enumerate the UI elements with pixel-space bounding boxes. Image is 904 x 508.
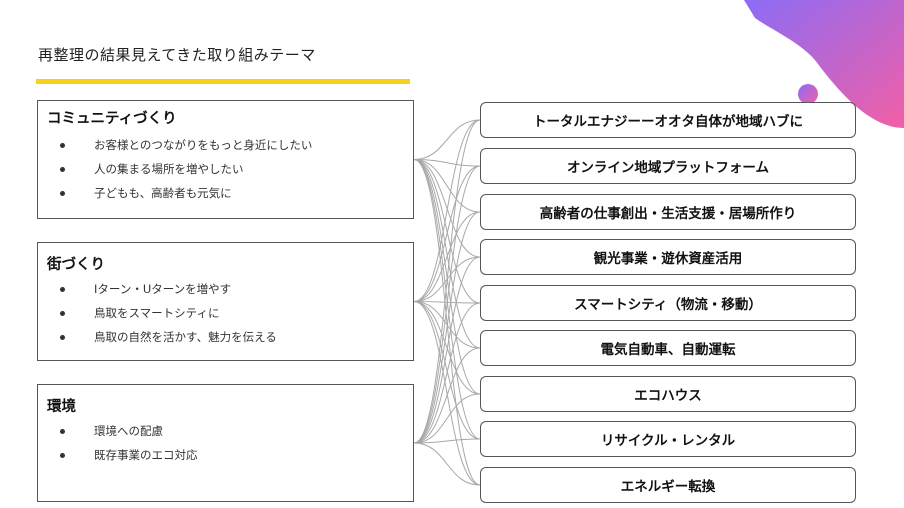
connector-line	[413, 159, 481, 486]
theme-item-text: 鳥取の自然を活かす、魅力を伝える	[94, 330, 277, 344]
theme-box-town: 街づくり Iターン・Uターンを増やす 鳥取をスマートシティに 鳥取の自然を活かす…	[37, 242, 414, 361]
connector-line	[413, 211, 481, 444]
bullet-icon	[60, 287, 65, 292]
connector-line	[413, 302, 481, 444]
bullet-icon	[60, 335, 65, 340]
connector-line	[413, 442, 481, 486]
bullet-icon	[60, 453, 65, 458]
theme-item-list: Iターン・Uターンを増やす 鳥取をスマートシティに 鳥取の自然を活かす、魅力を伝…	[38, 277, 277, 349]
initiative-box: オンライン地域プラットフォーム	[480, 148, 856, 184]
theme-item-text: 子どもも、高齢者も元気に	[94, 186, 232, 200]
theme-item: 人の集まる場所を増やしたい	[38, 157, 312, 181]
theme-item-list: お客様とのつながりをもっと身近にしたい 人の集まる場所を増やしたい 子どもも、高…	[38, 133, 312, 205]
theme-item: Iターン・Uターンを増やす	[38, 277, 277, 301]
bullet-icon	[60, 143, 65, 148]
initiative-box: エネルギー転換	[480, 467, 856, 503]
initiative-box: 観光事業・遊休資産活用	[480, 239, 856, 275]
initiative-box: 電気自動車、自動運転	[480, 330, 856, 366]
connector-line	[413, 301, 481, 486]
theme-box-environment: 環境 環境への配慮 既存事業のエコ対応	[37, 384, 414, 502]
connector-line	[413, 159, 481, 440]
theme-item-text: 既存事業のエコ対応	[94, 448, 198, 462]
connector-line	[413, 119, 481, 444]
theme-item-text: 環境への配慮	[94, 424, 163, 438]
theme-item: 既存事業のエコ対応	[38, 443, 198, 467]
connector-line	[413, 211, 481, 302]
theme-item-text: 鳥取をスマートシティに	[94, 306, 220, 320]
initiative-box: エコハウス	[480, 376, 856, 412]
connector-line	[413, 301, 481, 440]
connector-line	[413, 347, 481, 444]
bullet-icon	[60, 191, 65, 196]
theme-item: お客様とのつながりをもっと身近にしたい	[38, 133, 312, 157]
connector-line	[413, 393, 481, 444]
connector-line	[413, 159, 481, 304]
connector-line	[413, 119, 481, 160]
connector-line	[413, 256, 481, 444]
connector-line	[413, 165, 481, 302]
initiative-box: リサイクル・レンタル	[480, 421, 856, 457]
connector-line	[413, 119, 481, 302]
theme-item-list: 環境への配慮 既存事業のエコ対応	[38, 419, 198, 467]
connector-line	[413, 159, 481, 213]
initiative-box: トータルエナジーーオオタ自体が地域ハブに	[480, 102, 856, 138]
theme-item-text: 人の集まる場所を増やしたい	[94, 162, 244, 176]
bullet-icon	[60, 167, 65, 172]
theme-item: 鳥取をスマートシティに	[38, 301, 277, 325]
connector-line	[413, 438, 481, 444]
theme-item: 鳥取の自然を活かす、魅力を伝える	[38, 325, 277, 349]
theme-box-community: コミュニティづくり お客様とのつながりをもっと身近にしたい 人の集まる場所を増や…	[37, 100, 414, 219]
bullet-icon	[60, 311, 65, 316]
initiative-box: スマートシティ（物流・移動）	[480, 285, 856, 321]
theme-item-text: お客様とのつながりをもっと身近にしたい	[94, 138, 313, 152]
theme-item: 子どもも、高齢者も元気に	[38, 181, 312, 205]
bullet-icon	[60, 429, 65, 434]
theme-item: 環境への配慮	[38, 419, 198, 443]
theme-title: 環境	[47, 399, 76, 415]
theme-title: 街づくり	[47, 257, 105, 273]
title-underline	[36, 79, 410, 84]
theme-title: コミュニティづくり	[47, 111, 177, 127]
initiative-box: 高齢者の仕事創出・生活支援・居場所作り	[480, 194, 856, 230]
theme-item-text: Iターン・Uターンを増やす	[94, 282, 232, 296]
connector-line	[413, 165, 481, 444]
connector-line	[413, 159, 481, 349]
connector-line	[413, 159, 481, 167]
page-title: 再整理の結果見えてきた取り組みテーマ	[38, 46, 316, 64]
